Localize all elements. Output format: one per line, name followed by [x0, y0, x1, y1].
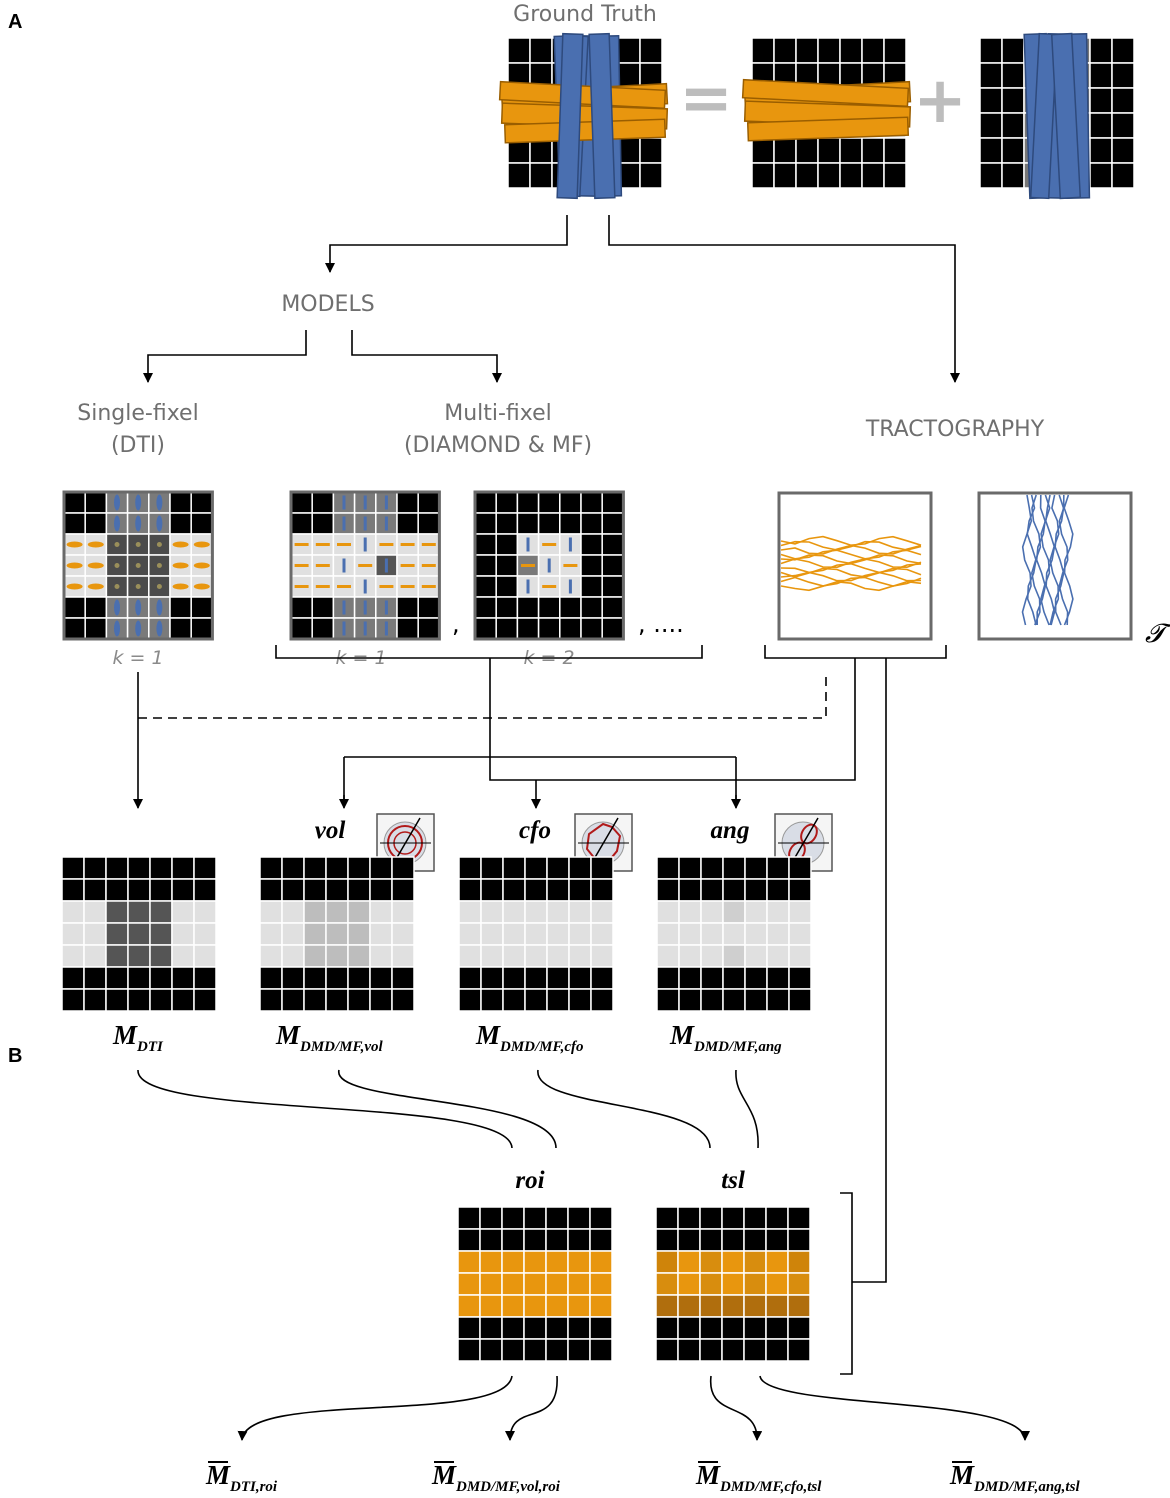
- output-label: MDMD/MF,cfo,tsl: [695, 1460, 822, 1495]
- output-labels: MDTI,roi MDMD/MF,vol,roi MDMD/MF,cfo,tsl MD…: [205, 1460, 1080, 1495]
- curve-vol-roi: [338, 1069, 557, 1149]
- metric-split: [343, 756, 737, 800]
- curve-cfo-tsl: [537, 1069, 711, 1149]
- map-dti-label: MDTI: [112, 1020, 164, 1055]
- roi-label: roi: [515, 1167, 544, 1194]
- curve-out-cfo-tsl: [710, 1375, 763, 1441]
- single-fixel-title: Single-fixel: [77, 401, 198, 426]
- multi-fixel-bracket: [275, 645, 703, 659]
- dti-model-grid: [62, 490, 214, 641]
- model-tract-join: [489, 658, 856, 781]
- dti-k-label: k = 1: [112, 647, 163, 669]
- panel-b-label: B: [8, 1045, 22, 1067]
- map-dti: [61, 856, 217, 1012]
- arrow-to-multi-fixel: [351, 330, 502, 383]
- output-label: MDMD/MF,vol,roi: [431, 1460, 561, 1495]
- comma-separator: ,: [452, 610, 460, 638]
- models-title: MODELS: [281, 292, 374, 317]
- tractography-title: TRACTOGRAPHY: [865, 417, 1045, 442]
- tractogram-symbol: 𝓣: [1145, 619, 1170, 649]
- panel-a-label: A: [8, 11, 22, 33]
- curve-out-ang-tsl: [759, 1375, 1030, 1441]
- curve-ang-tsl: [735, 1069, 759, 1149]
- ellipsis: , ....: [638, 610, 684, 638]
- ang-label: ang: [711, 817, 750, 844]
- map-cfo-label: MDMD/MF,cfo: [475, 1020, 584, 1055]
- curve-out-dti-roi: [237, 1375, 513, 1441]
- blue-bundle-grid: [979, 32, 1135, 200]
- tract-to-tsl-connector: [852, 658, 887, 1283]
- tsl-label: tsl: [721, 1167, 745, 1194]
- multi-fixel-k1-grid: [289, 490, 441, 641]
- arrow-to-models: [325, 215, 568, 273]
- mask-bracket: [840, 1192, 853, 1375]
- single-fixel-subtitle: (DTI): [111, 433, 165, 458]
- ground-truth-grid: [498, 32, 669, 200]
- vol-label: vol: [315, 817, 346, 844]
- map-vol: [259, 856, 415, 1012]
- cfo-label: cfo: [519, 817, 551, 844]
- equals-sign: =: [679, 62, 733, 136]
- tractography-bracket: [764, 645, 947, 659]
- multi-fixel-title: Multi-fixel: [444, 401, 552, 426]
- orange-bundle-grid: [741, 37, 912, 189]
- map-cfo: [458, 856, 614, 1012]
- tsl-mask-grid: [655, 1206, 811, 1362]
- roi-mask-grid: [457, 1206, 613, 1362]
- ground-truth-title: Ground Truth: [513, 2, 657, 27]
- map-ang-label: MDMD/MF,ang: [669, 1020, 782, 1055]
- dashed-connector: [138, 672, 827, 719]
- multi-fixel-subtitle: (DIAMOND & MF): [404, 433, 592, 458]
- multi-fixel-k2-grid: [473, 490, 625, 641]
- arrow-to-tractography: [608, 215, 960, 383]
- map-ang: [656, 856, 812, 1012]
- blue-streamlines: [1021, 494, 1074, 626]
- curve-out-vol-roi: [505, 1375, 558, 1441]
- map-vol-label: MDMD/MF,vol: [275, 1020, 384, 1055]
- plus-sign: +: [913, 64, 967, 138]
- arrow-to-single-fixel: [143, 330, 307, 383]
- orange-streamlines: [780, 535, 922, 592]
- output-label: MDMD/MF,ang,tsl: [949, 1460, 1080, 1495]
- output-label: MDTI,roi: [205, 1460, 278, 1495]
- curve-dti-roi: [137, 1069, 513, 1149]
